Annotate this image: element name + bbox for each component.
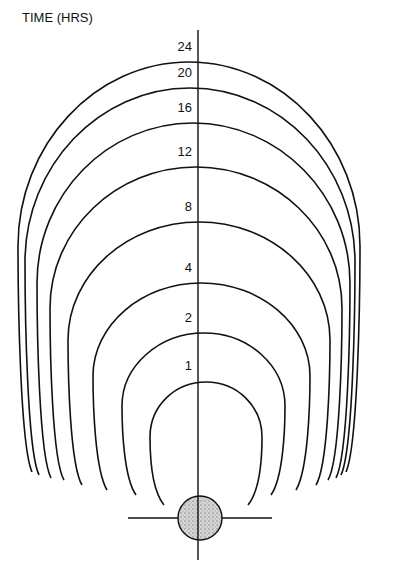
time-contour	[68, 222, 330, 485]
time-value: 20	[176, 66, 194, 80]
time-value: 4	[183, 261, 194, 275]
time-value: 1	[183, 359, 194, 373]
time-contour	[37, 123, 350, 478]
time-value: 16	[176, 101, 194, 115]
time-contour	[25, 88, 355, 475]
time-value: 12	[176, 145, 194, 159]
axis-title: TIME (HRS)	[20, 11, 95, 25]
source-circle	[178, 496, 222, 540]
time-contour	[50, 167, 342, 480]
time-value: 8	[183, 200, 194, 214]
time-contour	[150, 382, 262, 505]
time-contour	[122, 333, 285, 495]
vertical-axis	[197, 30, 198, 560]
time-value: 2	[183, 311, 194, 325]
time-contour	[93, 283, 310, 490]
time-value: 24	[176, 40, 194, 54]
time-contour	[18, 62, 360, 472]
